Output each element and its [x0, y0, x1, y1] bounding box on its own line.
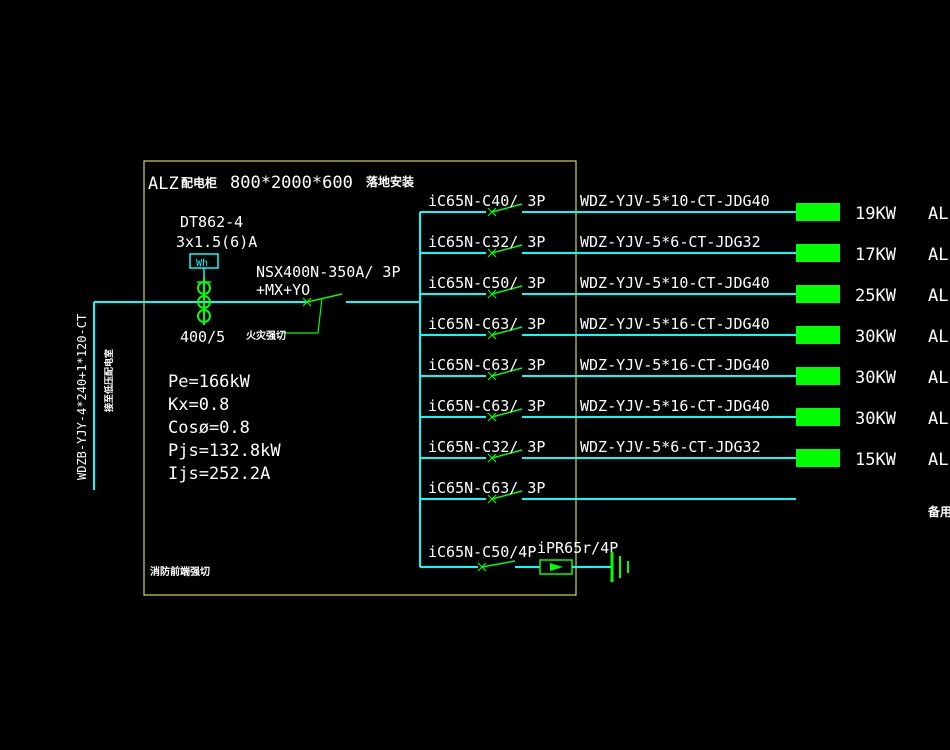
fire-cut-label: 火灾强切: [246, 329, 286, 342]
branch-breaker-switch-icon: [487, 285, 523, 299]
branch-breaker-switch-icon: [487, 408, 523, 422]
branch-circuits: iC65N-C40/ 3P WDZ-YJV-5*10-CT-JDG40 19KW AL…: [420, 192, 950, 519]
spd-device-label: iPR65r/4P: [537, 539, 618, 557]
main-breaker-model: NSX400N-350A/ 3P: [256, 263, 401, 281]
branch-cable-label: WDZ-YJV-5*6-CT-JDG32: [580, 438, 761, 456]
branch-target-label: AL: [928, 368, 948, 388]
branch-cable-label: WDZ-YJV-5*16-CT-JDG40: [580, 397, 770, 415]
meter-label: Wh: [196, 258, 208, 269]
branch-breaker-label: iC65N-C32/ 3P: [428, 438, 545, 456]
branch-breaker-switch-icon: [487, 244, 523, 258]
meter-model: DT862-4: [180, 213, 243, 231]
branch-cable-label: WDZ-YJV-5*6-CT-JDG32: [580, 233, 761, 251]
branch-circuit: iC65N-C40/ 3P WDZ-YJV-5*10-CT-JDG40 19KW AL: [420, 192, 948, 224]
calc-pe: Pe=166kW: [168, 372, 251, 392]
branch-breaker-label: iC65N-C32/ 3P: [428, 233, 545, 251]
branch-circuit: iC65N-C63/ 3P WDZ-YJV-5*16-CT-JDG40 30KW AL: [420, 356, 948, 388]
branch-breaker-label: iC65N-C63/ 3P: [428, 315, 545, 333]
branch-breaker-switch-icon: [487, 326, 523, 340]
branch-target-label: AL: [928, 245, 948, 265]
meter-rating: 3x1.5(6)A: [176, 233, 257, 251]
branch-circuit: iC65N-C50/ 3P WDZ-YJV-5*10-CT-JDG40 25KW AL: [420, 274, 948, 306]
branch-load-label: 30KW: [855, 327, 897, 347]
load-block: [796, 203, 840, 221]
load-block: [796, 285, 840, 303]
branch-circuit: iC65N-C32/ 3P WDZ-YJV-5*6-CT-JDG32 17KW AL: [420, 233, 948, 265]
branch-load-label: 30KW: [855, 368, 897, 388]
panel-title-code: ALZ: [148, 174, 179, 194]
branch-load-label: 17KW: [855, 245, 897, 265]
branch-target-label: AL: [928, 409, 948, 429]
branch-target-label: AL: [928, 450, 948, 470]
branch-load-label: 19KW: [855, 204, 897, 224]
branch-breaker-switch-icon: [487, 203, 523, 217]
kwh-meter-icon: Wh: [189, 253, 219, 278]
panel-border: [143, 160, 577, 596]
ground-icon: [610, 552, 629, 582]
branch-breaker-switch-icon: [487, 367, 523, 381]
branch-cable-label: WDZ-YJV-5*16-CT-JDG40: [580, 315, 770, 333]
branch-cable-label: WDZ-YJV-5*16-CT-JDG40: [580, 356, 770, 374]
load-block: [796, 244, 840, 262]
branch-breaker-label: iC65N-C63/ 3P: [428, 479, 545, 497]
branch-breaker-switch-icon: [487, 449, 523, 463]
load-block: [796, 326, 840, 344]
branch-breaker-label: iC65N-C63/ 3P: [428, 356, 545, 374]
main-breaker-accessory: +MX+YO: [256, 281, 310, 299]
branch-cable-label: WDZ-YJV-5*10-CT-JDG40: [580, 192, 770, 210]
branch-target-label: AL: [928, 204, 948, 224]
incoming-source-label: 接至低压配电室: [103, 349, 115, 412]
spd-branch: iC65N-C50/4P iPR65r/4P: [420, 539, 629, 582]
branch-circuit: iC65N-C32/ 3P WDZ-YJV-5*6-CT-JDG32 15KW AL: [420, 438, 948, 470]
incoming-cable-label: WDZB-YJY-4*240+1*120-CT: [75, 314, 89, 480]
calc-pjs: Pjs=132.8kW: [168, 441, 281, 461]
branch-load-label: 30KW: [855, 409, 897, 429]
ct-ratio: 400/5: [180, 328, 225, 346]
load-block: [796, 367, 840, 385]
panel-title-install: 落地安装: [366, 174, 414, 189]
branch-circuit: iC65N-C63/ 3P WDZ-YJV-5*16-CT-JDG40 30KW AL: [420, 315, 948, 347]
branch-cable-label: WDZ-YJV-5*10-CT-JDG40: [580, 274, 770, 292]
branch-circuit: iC65N-C63/ 3P 备用: [420, 479, 950, 519]
load-block: [796, 449, 840, 467]
fire-front-cut-label: 消防前端强切: [150, 565, 210, 578]
branch-target-label: AL: [928, 286, 948, 306]
calc-kx: Kx=0.8: [168, 395, 229, 415]
branch-breaker-label: iC65N-C40/ 3P: [428, 192, 545, 210]
branch-breaker-label: iC65N-C50/ 3P: [428, 274, 545, 292]
calc-cos: Cosø=0.8: [168, 418, 250, 438]
branch-circuit: iC65N-C63/ 3P WDZ-YJV-5*16-CT-JDG40 30KW AL: [420, 397, 948, 429]
branch-target-label: AL: [928, 327, 948, 347]
branch-load-label: 25KW: [855, 286, 897, 306]
branch-breaker-switch-icon: [487, 490, 523, 504]
main-breaker-switch-icon: [282, 293, 420, 334]
load-block: [796, 408, 840, 426]
branch-target-label: 备用: [927, 504, 950, 519]
panel-title-size: 800*2000*600: [230, 173, 353, 193]
branch-breaker-label: iC65N-C63/ 3P: [428, 397, 545, 415]
panel-title-cn: 配电柜: [181, 175, 217, 190]
calc-ijs: Ijs=252.2A: [168, 464, 270, 484]
current-transformer-icon: [197, 278, 211, 325]
branch-load-label: 15KW: [855, 450, 897, 470]
spd-breaker-label: iC65N-C50/4P: [428, 543, 536, 561]
